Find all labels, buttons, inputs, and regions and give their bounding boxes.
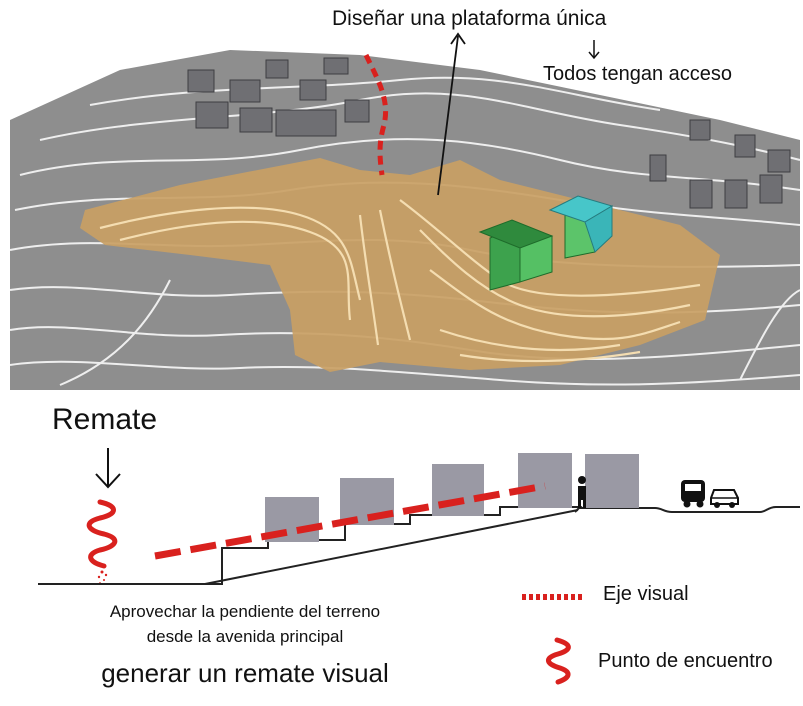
person-icon [578,476,586,508]
green-block-top [478,219,554,249]
slope-line [204,509,579,585]
avenue-profile [578,506,800,513]
legend [522,594,582,685]
section-block-5 [585,454,639,508]
caption-line-1: Aprovechar la pendiente del terreno [109,602,381,621]
visual-axis-line [154,482,546,560]
existing-buildings [187,57,791,209]
title-pointer-arrow [437,35,459,196]
platform-annotation: Diseñar una plataforma única [332,7,607,30]
red-dashed-axis-top [363,53,389,176]
legend-visual-axis-label: Eje visual [603,583,689,605]
section-block-4 [518,453,572,508]
car-icon [710,489,739,508]
remate-label: Remate [52,403,158,436]
note-pointer-arrowhead [588,51,600,60]
meeting-point-stipple [97,570,108,584]
caption-line-3: generar un remate visual [101,658,389,688]
meeting-point-symbol [86,499,118,569]
title-pointer-arrowhead [450,32,466,45]
terrain-model [9,32,801,390]
caption-line-2: desde la avenida principal [146,627,344,646]
proposed-volumes [478,195,614,291]
access-annotation: Todos tengan acceso [543,63,733,85]
legend-meeting-point-label: Punto de encuentro [598,650,773,672]
section-diagram [38,448,800,585]
platform-contours [99,199,701,363]
remate-arrowhead [95,473,121,489]
truck-icon [681,480,705,508]
legend-point-symbol [546,637,571,685]
cyan-block-front [584,205,613,253]
